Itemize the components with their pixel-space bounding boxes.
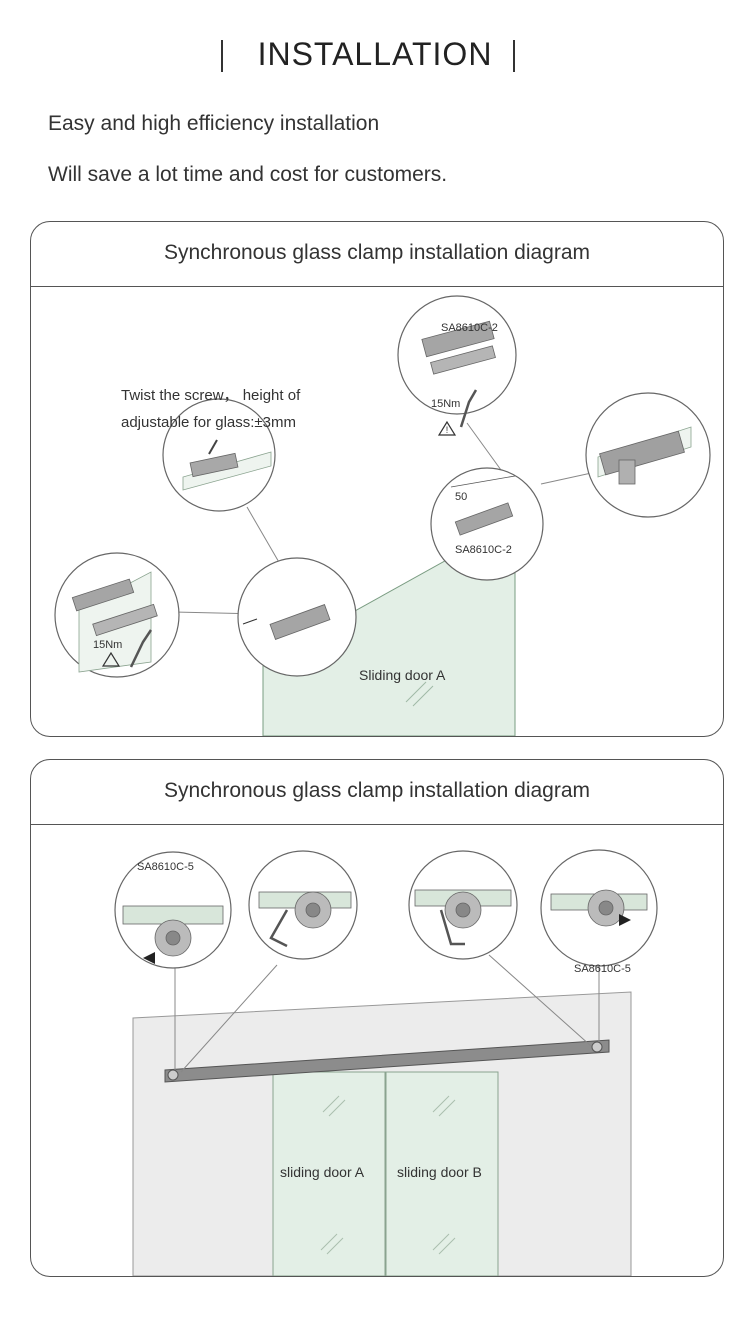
svg-text:!: !: [446, 425, 449, 435]
part-label-right: SA8610C-5: [574, 963, 631, 975]
dimension-label: 50: [455, 491, 467, 503]
callout-lines: [173, 422, 597, 615]
diagram-panel-track: Synchronous glass clamp installation dia…: [30, 759, 724, 1277]
intro-line-2: Will save a lot time and cost for custom…: [48, 163, 448, 186]
clamp-diagram: ! SA8610C-2 15Nm 50 SA8610C-2 15Nm Twist…: [54, 295, 711, 736]
panel-title: Synchronous glass clamp installation dia…: [31, 222, 723, 287]
intro-line-1: Easy and high efficiency installation: [48, 112, 380, 135]
door-label-a: sliding door A: [280, 1164, 365, 1180]
torque-label-left: 15Nm: [93, 639, 122, 651]
track-diagram: SA8610C-5 SA8610C-5 sliding door A slidi…: [114, 849, 658, 1276]
track-rail: [164, 1039, 610, 1083]
diagram-panel-clamp: Synchronous glass clamp installation dia…: [30, 221, 724, 737]
title-divider-left: [221, 40, 223, 72]
part-label-top: SA8610C-2: [441, 322, 498, 334]
screw-note-line-2: adjustable for glass:±3mm: [121, 414, 296, 431]
part-label-left: SA8610C-5: [137, 861, 194, 873]
callout-lines: [174, 954, 600, 1073]
screw-note-line-1: Twist the screw， height of: [121, 387, 301, 404]
page-title: INSTALLATION: [257, 36, 493, 72]
glass-door-b: [385, 1071, 499, 1276]
door-label-b: sliding door B: [397, 1164, 482, 1180]
torque-label-top: 15Nm: [431, 398, 460, 410]
panel-title: Synchronous glass clamp installation dia…: [31, 760, 723, 825]
door-label-a: Sliding door A: [359, 667, 446, 683]
title-divider-right: [513, 40, 515, 72]
part-label-mid: SA8610C-2: [455, 544, 512, 556]
